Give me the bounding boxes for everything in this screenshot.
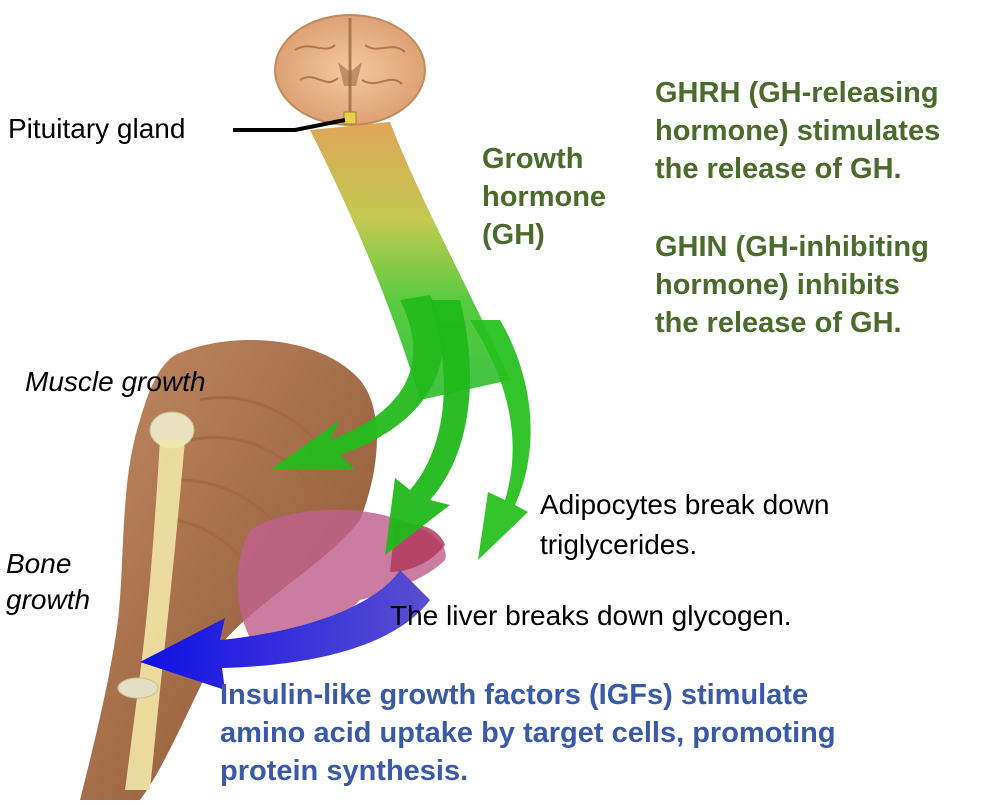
ghrh-text: GHRH (GH-releasing hormone) stimulates t… (655, 74, 940, 188)
bone-label-line: growth (6, 584, 91, 615)
ghin-line: GHIN (GH-inhibiting (655, 231, 929, 263)
bone-label-line: Bone (6, 548, 72, 579)
liver-label: The liver breaks down glycogen. (390, 600, 792, 631)
igf-text: Insulin-like growth factors (IGFs) stimu… (220, 676, 836, 790)
gh-hormone-band (310, 122, 510, 400)
gh-label: Growth hormone (GH) (482, 140, 606, 254)
pituitary-label: Pituitary gland (8, 113, 186, 144)
ghrh-line: the release of GH. (655, 153, 902, 185)
igf-arrow (140, 570, 430, 690)
ghin-line: hormone) inhibits (655, 269, 900, 301)
brain-icon (274, 14, 426, 126)
ghrh-line: GHRH (GH-releasing (655, 77, 939, 109)
gh-label-line: hormone (482, 181, 607, 213)
ghrh-line: hormone) stimulates (655, 115, 941, 147)
muscle-growth-label: Muscle growth (25, 366, 206, 397)
adipocytes-line: triglycerides. (540, 529, 698, 560)
gh-arrows (270, 295, 531, 560)
ghin-line: the release of GH. (655, 307, 902, 339)
adipocytes-line: Adipocytes break down (540, 489, 830, 520)
igf-line: protein synthesis. (220, 755, 469, 787)
bone-growth-label: Bone growth (6, 546, 90, 618)
igf-line: Insulin-like growth factors (IGFs) stimu… (220, 679, 809, 711)
igf-line: amino acid uptake by target cells, promo… (220, 717, 836, 749)
pituitary-pointer-line (233, 118, 346, 132)
gh-label-line: (GH) (482, 219, 545, 251)
bone-illustration (117, 411, 195, 790)
ghin-text: GHIN (GH-inhibiting hormone) inhibits th… (655, 228, 929, 342)
gh-label-line: Growth (482, 143, 584, 175)
adipocytes-label: Adipocytes break down triglycerides. (540, 485, 830, 565)
